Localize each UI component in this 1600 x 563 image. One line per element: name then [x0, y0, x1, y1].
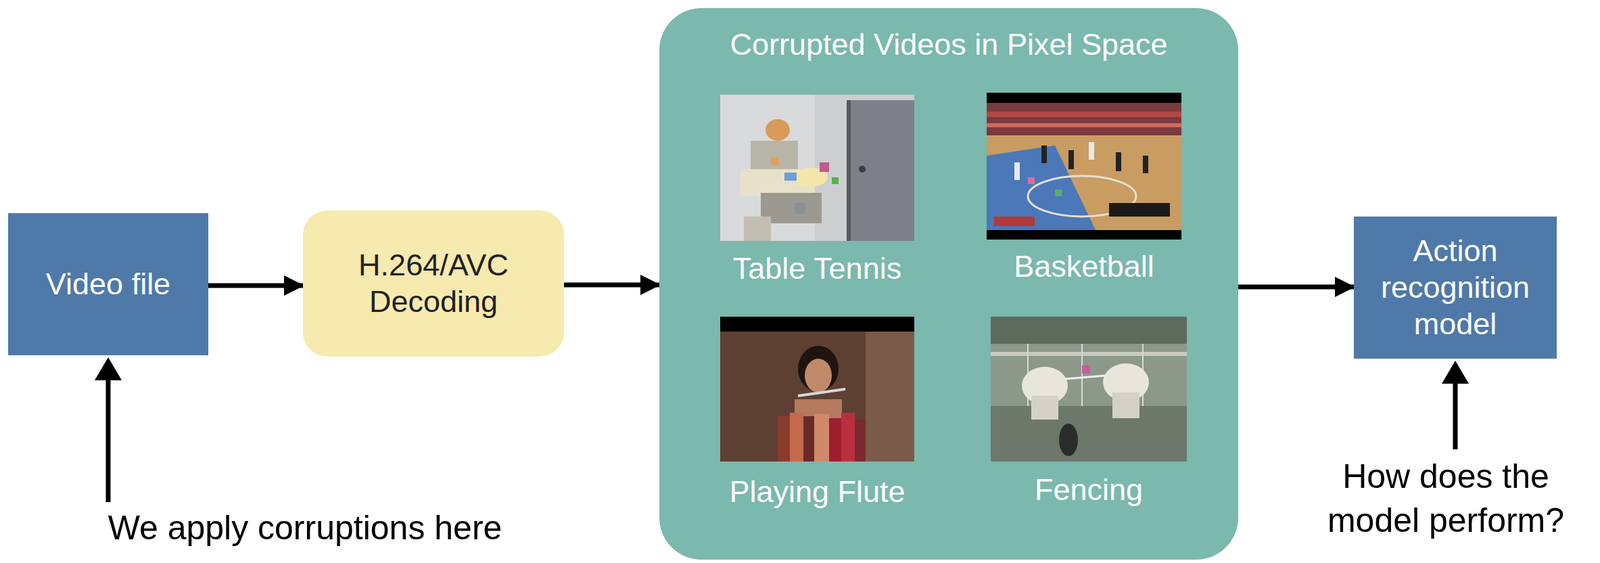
node-text: Fencing [1034, 471, 1143, 508]
input-box: Video file [8, 213, 209, 356]
node-text: Action recognition model [1366, 232, 1545, 343]
leader-arrowhead [94, 357, 122, 381]
node-text: Video file [45, 265, 171, 303]
video-thumbnail: Playing Flute [720, 316, 915, 510]
leader-arrow [106, 378, 111, 502]
node-text: Corrupted Videos in Pixel Space [729, 26, 1168, 63]
note-text: We apply corruptions here [20, 505, 590, 550]
note-text: How does the model perform? [1297, 454, 1595, 543]
node-text: Table Tennis [733, 250, 902, 287]
leader-arrowhead [1441, 360, 1469, 384]
group-panel: Corrupted Videos in Pixel SpaceTable Ten… [659, 8, 1239, 560]
flow-arrow [563, 282, 660, 288]
node-text: Playing Flute [728, 473, 905, 510]
video-thumbnail: Fencing [990, 316, 1187, 508]
basketball-frame [986, 92, 1182, 240]
process-box: H.264/AVC Decoding [302, 210, 564, 357]
video-thumbnail: Basketball [986, 92, 1182, 285]
model-box: Action recognition model [1353, 216, 1557, 359]
node-text: Basketball [1013, 248, 1155, 285]
leader-arrow [1453, 382, 1458, 450]
node-text: H.264/AVC Decoding [315, 246, 552, 320]
table-tennis-frame [720, 94, 915, 241]
flow-arrow [1238, 284, 1354, 290]
fencing-frame [990, 316, 1187, 462]
video-thumbnail: Table Tennis [720, 94, 915, 287]
playing-flute-frame [720, 316, 915, 462]
flow-arrow [208, 283, 303, 289]
